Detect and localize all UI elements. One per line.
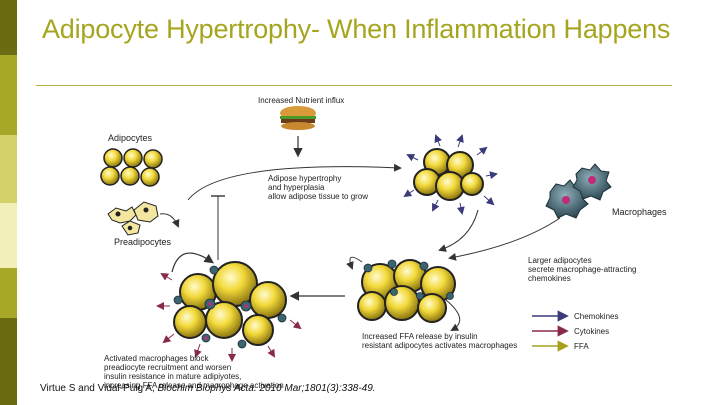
ffa-release-line-1: Increased FFA release by insulin — [362, 332, 478, 341]
loop-arrow-left — [171, 252, 214, 273]
nutrient-influx-label: Increased Nutrient influx — [258, 96, 345, 105]
hypertrophy-line-3: allow adipose tissue to grow — [268, 192, 369, 201]
sidebar-block-5 — [0, 268, 17, 318]
inflamed-cluster-left — [173, 261, 287, 346]
activated-line-2: preadiocyte recruitment and worsen — [104, 363, 232, 372]
preadipocyte-arrow — [159, 213, 180, 228]
citation-journal: Biochim Biophys Acta. 2010 Mar;1801(3):3… — [157, 383, 376, 394]
sidebar-block-1 — [0, 0, 17, 55]
activated-line-4: increasing FFA release and macrophage ac… — [104, 381, 284, 390]
activated-line-3: insulin resistance in mature adipiyotes, — [104, 372, 242, 381]
legend-ffa-label: FFA — [574, 342, 589, 351]
activated-line-1: Activated macrophages block — [104, 354, 209, 363]
infiltrating-macrophages-middle — [363, 259, 454, 300]
cytokine-pink-dots — [204, 302, 248, 340]
macrophages-label: Macrophages — [612, 207, 667, 217]
macrophage-cell — [545, 163, 612, 219]
citation-authors: Virtue S and Vidal-Puig A, — [40, 383, 158, 394]
sidebar-block-2 — [0, 55, 17, 135]
adipocytes-label: Adipocytes — [108, 133, 153, 143]
burger-icon — [280, 106, 316, 130]
preadipocytes-label: Preadipocytes — [114, 237, 172, 247]
title-rule — [36, 85, 672, 86]
sidebar-block-4 — [0, 203, 17, 268]
sidebar-stripe — [0, 0, 17, 405]
larger-adipocytes-line-2: secrete macrophage-attracting — [528, 265, 637, 274]
enlarged-adipocytes — [413, 148, 484, 201]
legend-chemokines-label: Chemokines — [574, 312, 619, 321]
hypertrophy-line-2: and hyperplasia — [268, 183, 325, 192]
sidebar-block-3 — [0, 135, 17, 203]
macrophage-recruit-arrow — [448, 217, 561, 261]
ffa-release-line-2: resistant adipocytes activates macrophag… — [362, 341, 518, 350]
slide-title: Adipocyte Hypertrophy- When Inflammation… — [42, 14, 671, 44]
adipocytes-cluster — [100, 148, 163, 187]
larger-adipocytes-line-3: chemokines — [528, 274, 571, 283]
hypertrophy-line-1: Adipose hypertrophy — [268, 174, 342, 183]
hypertrophy-arrow — [438, 209, 479, 252]
growth-arrow — [187, 163, 402, 201]
loop-arrow-right — [445, 299, 461, 331]
preadipocytes-cluster — [107, 201, 159, 236]
legend-cytokines-label: Cytokines — [574, 327, 610, 336]
inflamed-cluster-middle — [357, 259, 456, 323]
chemokine-arrows-top — [403, 134, 498, 215]
larger-adipocytes-line-1: Larger adipocytes — [528, 256, 592, 265]
cytokine-arrows-left — [156, 272, 302, 362]
citation: Virtue S and Vidal-Puig A, Biochim Bioph… — [40, 383, 376, 394]
sidebar-block-6 — [0, 318, 17, 405]
loop-arrow-middle — [346, 256, 363, 270]
